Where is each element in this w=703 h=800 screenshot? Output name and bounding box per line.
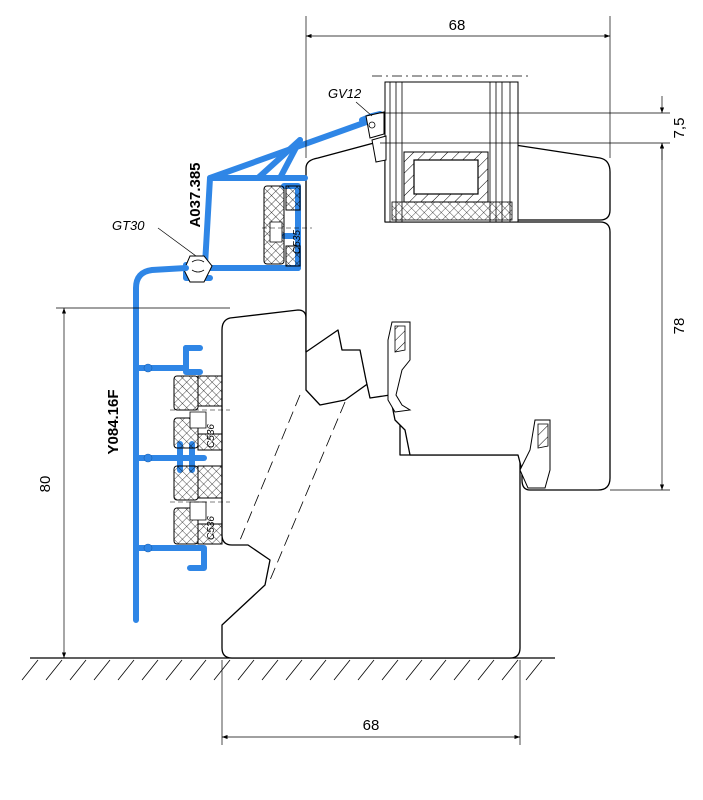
c536-label-lower: C536: [206, 516, 217, 540]
sill-cladding-profile: [133, 265, 207, 623]
gv12-label: GV12: [328, 86, 362, 101]
c536-clip-upper: [170, 375, 230, 451]
gv12-gasket: [365, 111, 385, 139]
c535-clip: [262, 185, 312, 267]
glazing-gasket: [371, 135, 387, 163]
frame-gasket-2: [519, 419, 551, 489]
dimension-top-label: 68: [449, 17, 466, 34]
dimension-left: [56, 307, 230, 658]
gt30-leader: [157, 227, 197, 257]
dimension-right-label: 78: [671, 318, 688, 335]
cover-profile-label: A037.385: [187, 162, 204, 227]
dimension-right-top-label: 7,5: [671, 118, 688, 139]
drainage-channels: [237, 394, 346, 581]
c536-clip-lower: [170, 465, 230, 545]
dimension-right: [610, 143, 670, 491]
sash-glazing-bead: [514, 144, 611, 221]
frame-gasket-1: [387, 321, 412, 413]
sash-profile: [305, 139, 611, 491]
dimension-bottom-label: 68: [363, 717, 380, 734]
dimension-top: [305, 16, 611, 158]
dimension-left-label: 80: [37, 476, 54, 493]
c536-label-upper: C536: [206, 424, 217, 448]
sill-profile-label: Y084.16F: [105, 389, 122, 454]
glazing-unit: [372, 75, 528, 223]
gv12-leader: [355, 101, 373, 117]
gt30-label: GT30: [112, 218, 145, 233]
ground: [21, 657, 555, 681]
c535-label: C535: [292, 230, 303, 254]
dimension-bottom: [221, 660, 521, 745]
